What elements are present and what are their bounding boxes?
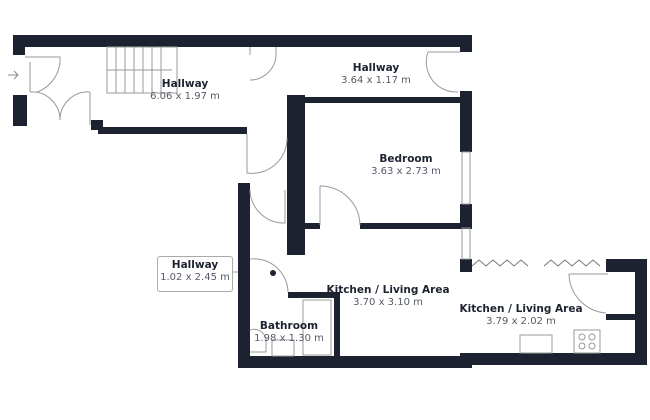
front-door: [25, 56, 61, 93]
room-dims: 3.63 x 2.73 m: [371, 166, 441, 178]
door: [249, 189, 286, 224]
shower: [302, 299, 332, 356]
door: [425, 51, 460, 93]
room-name: Kitchen / Living Area: [459, 303, 583, 315]
wall: [98, 127, 247, 134]
wall: [460, 204, 472, 228]
wall: [13, 95, 27, 126]
wall: [13, 35, 25, 55]
wall: [635, 259, 647, 365]
room-label-bedroom: Bedroom 3.63 x 2.73 m: [371, 153, 441, 179]
wall: [334, 292, 340, 357]
room-dims: 3.70 x 3.10 m: [353, 297, 423, 309]
wall: [460, 259, 472, 272]
wall: [305, 223, 320, 229]
room-label-hallway-3: Hallway 1.02 x 2.45 m: [157, 256, 233, 292]
room-dims: 3.79 x 2.02 m: [486, 316, 556, 328]
room-label-hallway-2: Hallway 3.64 x 1.17 m: [341, 62, 411, 88]
doors-windows: [25, 46, 608, 357]
wall: [360, 223, 472, 229]
room-dims: 1.98 x 1.30 m: [254, 333, 324, 345]
room-name: Kitchen / Living Area: [326, 284, 450, 296]
wall: [305, 97, 472, 103]
room-label-hallway-1: Hallway 6.06 x 1.97 m: [150, 78, 220, 104]
sink: [519, 334, 553, 354]
room-label-bathroom: Bathroom 1.98 x 1.30 m: [254, 320, 324, 346]
room-name: Bathroom: [259, 320, 319, 332]
wall: [460, 91, 472, 152]
room-name: Hallway: [161, 78, 209, 90]
wall: [460, 35, 472, 52]
double-door: [29, 62, 91, 125]
staircase: [106, 46, 178, 94]
door: [568, 273, 608, 314]
room-name: Bedroom: [379, 153, 433, 165]
room-name: Hallway: [171, 259, 219, 271]
wall: [91, 120, 103, 130]
wall: [238, 183, 250, 368]
wall: [238, 356, 472, 368]
wall: [606, 314, 635, 320]
room-label-kitchen-2: Kitchen / Living Area 3.79 x 2.02 m: [459, 303, 582, 329]
bifold-door: [471, 259, 529, 267]
light-switch-icon: [270, 270, 276, 276]
wall: [288, 292, 340, 298]
wall: [606, 259, 647, 272]
basin: [271, 339, 295, 357]
room-dims: 3.64 x 1.17 m: [341, 75, 411, 87]
walls: [13, 35, 647, 368]
window: [461, 227, 471, 260]
wall: [13, 35, 472, 47]
entrance-arrow-icon: [8, 70, 19, 80]
room-name: Hallway: [352, 62, 400, 74]
door: [249, 47, 277, 81]
door: [246, 134, 288, 174]
toilet: [249, 328, 267, 353]
room-dims: 6.06 x 1.97 m: [150, 91, 220, 103]
hob: [573, 329, 601, 354]
room-dims: 1.02 x 2.45 m: [160, 272, 230, 284]
wall: [460, 353, 647, 365]
window: [461, 151, 471, 205]
bathroom-door: [249, 258, 289, 293]
bedroom-door: [319, 185, 361, 226]
bifold-door: [543, 259, 601, 267]
wall: [287, 95, 305, 255]
room-label-kitchen-1: Kitchen / Living Area 3.70 x 3.10 m: [326, 284, 449, 310]
